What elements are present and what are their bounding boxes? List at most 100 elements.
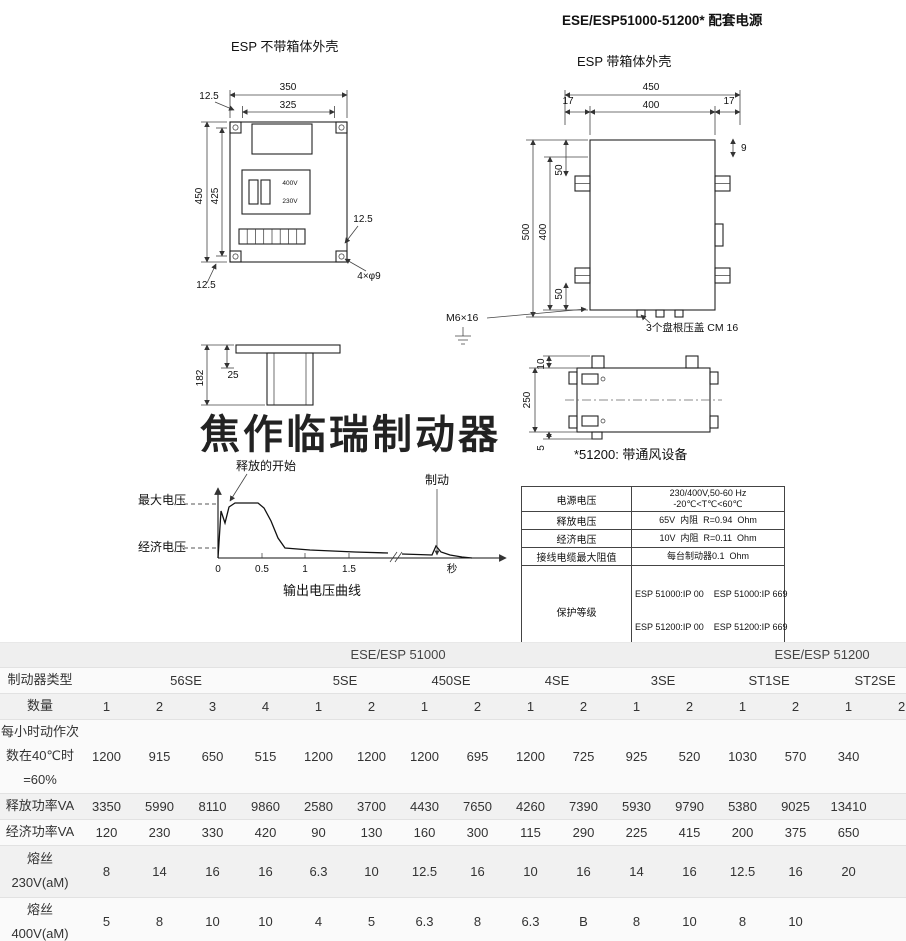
value-cell: 2 <box>345 693 398 720</box>
value-cell: 16 <box>451 845 504 898</box>
dim-12-5-bottom: 12.5 <box>196 280 216 291</box>
electrical-spec-table: 电源电压 230/400V,50-60 Hz -20℃<T℃<60℃ 释放电压 … <box>521 486 788 642</box>
x-tick-0: 0 <box>215 564 221 575</box>
value-cell: 925 <box>610 719 663 794</box>
value-cell: 4260 <box>504 793 557 820</box>
value-cell: 16 <box>769 845 823 898</box>
value-cell: 5 <box>345 897 398 941</box>
value-cell: 1 <box>610 693 663 720</box>
value-cell: 5 <box>80 897 133 941</box>
value-cell: 2 <box>557 693 610 720</box>
spec-row-cable: 接线电缆最大阻值 每台制动器0.1 Ohm <box>521 547 785 566</box>
spec-row-protection: 保护等级 ESP 51000:IP 00 ESP 51000:IP 669 ES… <box>521 565 788 642</box>
spec-label: 接线电缆最大阻值 <box>521 547 632 566</box>
row-label: 制动器类型 <box>0 667 80 694</box>
value-cell: 5380 <box>716 793 770 820</box>
value-cell: 1200 <box>292 719 345 794</box>
spec-label: 经济电压 <box>521 529 632 548</box>
value-cell: 10 <box>504 845 557 898</box>
x-tick-1: 1 <box>302 564 308 575</box>
dim-425: 425 <box>210 187 221 204</box>
value-cell: 420 <box>239 819 292 846</box>
value-cell: 2 <box>769 693 823 720</box>
value-cell: 695 <box>451 719 504 794</box>
brake-type-cell: 5SE <box>292 667 398 694</box>
value-cell: 130 <box>345 819 398 846</box>
value-cell: 9790 <box>663 793 717 820</box>
dim-500: 500 <box>521 223 532 240</box>
value-cell: 515 <box>239 719 292 794</box>
spec-row-release: 释放电压 65V 内阻 R=0.94 Ohm <box>521 511 785 530</box>
group-header-51200: ESE/ESP 51200 <box>716 643 906 668</box>
voltage-curve-chart <box>184 473 507 563</box>
spec-value: 每台制动器0.1 Ohm <box>631 547 785 566</box>
brake-label: 制动 <box>425 473 449 487</box>
value-cell: 520 <box>663 719 717 794</box>
value-cell: 1200 <box>80 719 133 794</box>
spec-value-line1: ESP 51000:IP 00 ESP 51000:IP 669 <box>635 589 788 599</box>
curve-caption: 输出电压曲线 <box>283 583 361 598</box>
value-cell: B <box>557 897 610 941</box>
box-front-view-drawing <box>455 90 741 345</box>
value-cell: 7390 <box>557 793 610 820</box>
dim-12-5-top: 12.5 <box>199 91 219 102</box>
value-cell: 6.3 <box>398 897 451 941</box>
value-cell: 2 <box>663 693 717 720</box>
dim-400-box: 400 <box>643 100 660 111</box>
dim-12-5-hole: 12.5 <box>353 214 373 225</box>
value-cell: 915 <box>133 719 186 794</box>
dim-25: 25 <box>227 370 239 381</box>
value-cell: 6.3 <box>504 897 557 941</box>
econ-voltage-label: 经济电压 <box>138 539 186 554</box>
dim-50-top: 50 <box>554 164 565 176</box>
value-cell: 90 <box>292 819 345 846</box>
spec-value: ESP 51000:IP 00 ESP 51000:IP 669 ESP 512… <box>631 565 788 642</box>
value-cell: 2580 <box>292 793 345 820</box>
value-cell: 160 <box>398 819 451 846</box>
value-cell: 16 <box>239 845 292 898</box>
holes-label: 4×φ9 <box>357 271 381 282</box>
spec-row-econ: 经济电压 10V 内阻 R=0.11 Ohm <box>521 529 785 548</box>
value-cell: 10 <box>663 897 717 941</box>
value-cell: 1030 <box>716 719 770 794</box>
dim-350: 350 <box>280 82 297 93</box>
value-cell: 1200 <box>398 719 451 794</box>
value-cell: 3700 <box>345 793 398 820</box>
dim-50-bottom: 50 <box>554 288 565 300</box>
dim-182: 182 <box>195 369 206 386</box>
value-cell: 10 <box>239 897 292 941</box>
value-cell: 4 <box>239 693 292 720</box>
value-cell: 120 <box>80 819 133 846</box>
dim-400-left: 400 <box>538 223 549 240</box>
value-cell: 230 <box>133 819 186 846</box>
box-top-view-drawing <box>529 355 722 440</box>
value-cell: 330 <box>186 819 239 846</box>
value-cell: 290 <box>557 819 610 846</box>
spec-label: 释放电压 <box>521 511 632 530</box>
value-cell: 3350 <box>80 793 133 820</box>
x-tick-05: 0.5 <box>255 564 269 575</box>
value-cell: 8 <box>716 897 770 941</box>
value-cell: 1200 <box>504 719 557 794</box>
value-cell: 115 <box>504 819 557 846</box>
value-cell: 2 <box>875 693 906 720</box>
value-cell: 10 <box>769 897 823 941</box>
value-cell <box>822 897 876 941</box>
dim-325: 325 <box>280 100 297 111</box>
value-cell: 8 <box>451 897 504 941</box>
dim-450-box: 450 <box>643 82 660 93</box>
x-tick-15: 1.5 <box>342 564 356 575</box>
spec-label: 保护等级 <box>521 565 632 642</box>
value-cell <box>875 845 906 898</box>
value-cell: 8110 <box>186 793 239 820</box>
spec-row-power: 电源电压 230/400V,50-60 Hz -20℃<T℃<60℃ <box>521 486 785 512</box>
value-cell: 20 <box>822 845 876 898</box>
voltage-230v-label: 230V <box>282 198 298 205</box>
